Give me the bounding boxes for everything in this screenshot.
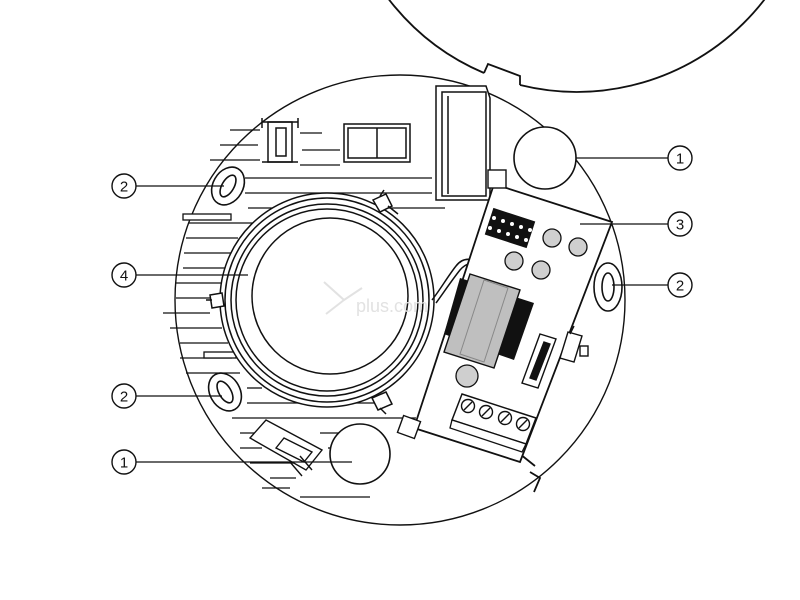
callout-label: 3 bbox=[676, 217, 684, 234]
rectangular-window bbox=[343, 123, 411, 163]
watermark: plus.com bbox=[323, 281, 428, 316]
screw-terminal-block bbox=[449, 393, 537, 453]
base-plate-housing bbox=[174, 0, 766, 526]
callout-right-second: 3 bbox=[667, 211, 693, 237]
circuit-board bbox=[396, 169, 614, 464]
callout-label: 2 bbox=[676, 278, 684, 295]
callout-left-top: 2 bbox=[111, 173, 137, 199]
mounting-hole-left-bottom bbox=[207, 372, 243, 412]
leader-lines bbox=[136, 157, 668, 463]
callout-label: 4 bbox=[120, 268, 128, 285]
circular-opening-bottom bbox=[329, 423, 391, 485]
callout-markers: 2 4 2 1 1 3 2 bbox=[111, 145, 693, 475]
circular-openings bbox=[329, 126, 577, 485]
callout-left-middle: 4 bbox=[111, 262, 137, 288]
contact-pads bbox=[455, 228, 588, 388]
pin-header bbox=[484, 207, 536, 249]
transformer bbox=[443, 273, 534, 369]
callout-label: 2 bbox=[120, 179, 128, 196]
callout-label: 1 bbox=[676, 151, 684, 168]
circular-opening-top bbox=[513, 126, 577, 190]
watermark-text: plus.com bbox=[356, 296, 428, 316]
callout-label: 1 bbox=[120, 455, 128, 472]
mounting-hole-left-top bbox=[210, 166, 246, 206]
callout-right-third: 2 bbox=[667, 272, 693, 298]
callout-left-bottom: 2 bbox=[111, 383, 137, 409]
callout-label: 2 bbox=[120, 389, 128, 406]
mounting-holes bbox=[207, 166, 623, 412]
callout-left-lowest: 1 bbox=[111, 449, 137, 475]
mounting-hole-right bbox=[593, 262, 623, 312]
vertical-slot bbox=[435, 85, 491, 201]
top-connector bbox=[261, 118, 299, 163]
round-sounder bbox=[206, 189, 435, 415]
bottom-connector bbox=[248, 419, 324, 477]
callout-right-top: 1 bbox=[667, 145, 693, 171]
reed-switch bbox=[521, 333, 557, 389]
slide-switch bbox=[559, 325, 589, 363]
